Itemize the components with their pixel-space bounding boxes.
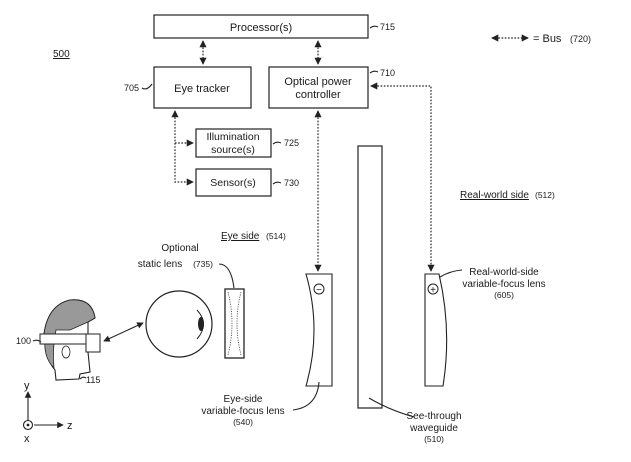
user-head-with-hmd (39, 299, 101, 381)
bus-eyetracker-illumination (171, 110, 194, 147)
illumination-leader (272, 141, 282, 145)
real-world-lens-leader (439, 269, 463, 278)
static-lens-label-line2: static lens (138, 259, 182, 270)
processor-leader (369, 25, 379, 29)
real-world-side-variable-focus-lens: + (424, 273, 448, 387)
eye-tracker-label: Eye tracker (174, 83, 230, 95)
eye-side-lens-ref: (540) (233, 417, 253, 427)
waveguide-ref: (510) (424, 434, 444, 444)
hmd-ref: 100 (16, 336, 31, 346)
opc-label-line2: controller (295, 89, 341, 101)
eye-side-lens-label-line2: variable-focus lens (201, 406, 284, 417)
x-axis-label: x (24, 433, 30, 445)
eye-side-label: Eye side (221, 231, 260, 242)
eye-side-lens-leader (292, 381, 320, 411)
bus-legend: = Bus (720) (491, 33, 591, 45)
see-through-waveguide (357, 145, 383, 409)
sensor-label: Sensor(s) (210, 177, 256, 189)
real-world-lens-label-line2: variable-focus lens (462, 279, 545, 290)
illumination-label-line1: Illumination (206, 131, 259, 143)
bus-eyetracker-sensor (174, 143, 194, 186)
static-lens-leader (218, 263, 235, 289)
sensor-block[interactable]: Sensor(s) (195, 168, 272, 197)
real-world-lens-label-line1: Real-world-side (469, 267, 539, 278)
optional-static-lens (224, 288, 245, 359)
static-lens-ref: (735) (193, 259, 213, 269)
z-axis-label: z (67, 420, 73, 432)
coordinate-axes (22, 391, 64, 431)
illumination-label-line2: source(s) (211, 144, 255, 156)
bus-opc-realworld-lens (370, 82, 435, 272)
eye-tracker-leader (141, 83, 153, 90)
minus-sign-icon (313, 283, 325, 295)
user-leader (79, 376, 87, 380)
plus-sign-icon (427, 283, 439, 295)
y-axis-label: y (24, 380, 30, 392)
hmd-leader (32, 339, 42, 343)
sensor-leader (272, 181, 282, 185)
eyeball (145, 290, 213, 358)
eye-side-ref: (514) (266, 231, 286, 241)
real-world-side-label: Real-world side (460, 190, 529, 201)
real-world-lens-ref: (605) (494, 290, 514, 300)
illumination-ref: 725 (284, 138, 299, 148)
bus-legend-label: = Bus (533, 33, 562, 45)
eye-side-lens-sign: − (316, 285, 322, 296)
eye-tracker-ref: 705 (124, 83, 139, 93)
user-ref: 115 (86, 375, 100, 385)
processor-block[interactable]: Processor(s) (153, 14, 369, 39)
eye-side-variable-focus-lens: − (305, 273, 333, 387)
opc-leader (369, 70, 379, 74)
processor-ref: 715 (380, 22, 395, 32)
illumination-source-block[interactable]: Illumination source(s) (195, 128, 272, 158)
real-world-side-ref: (512) (535, 190, 555, 200)
waveguide-label-line2: waveguide (409, 423, 458, 434)
waveguide-leader (368, 397, 415, 418)
sensor-ref: 730 (284, 178, 299, 188)
optical-power-controller-block[interactable]: Optical power controller (268, 66, 369, 109)
waveguide-label-line1: See-through (406, 411, 461, 422)
opc-ref: 710 (380, 68, 395, 78)
eye-tracker-block[interactable]: Eye tracker (153, 66, 252, 109)
real-world-lens-sign: + (430, 285, 436, 296)
static-lens-label-line1: Optional (161, 243, 198, 254)
bus-legend-ref: (720) (570, 34, 591, 44)
opc-label-line1: Optical power (284, 76, 352, 88)
figure-number: 500 (53, 49, 70, 60)
eye-side-lens-label-line1: Eye-side (224, 394, 263, 405)
processor-label: Processor(s) (230, 22, 292, 34)
gaze-arrow (103, 322, 144, 342)
